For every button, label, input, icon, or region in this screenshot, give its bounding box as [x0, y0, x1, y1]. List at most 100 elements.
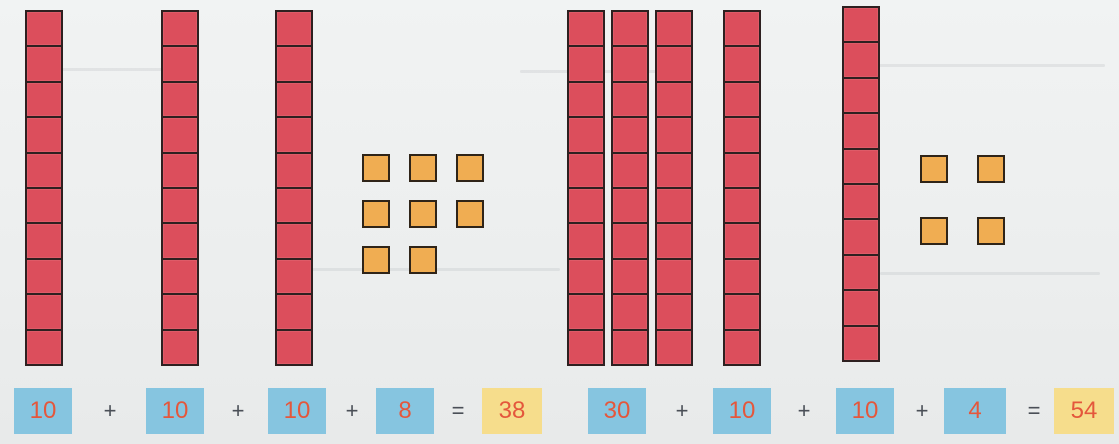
rod-cell [569, 260, 603, 293]
rod-cell [569, 83, 603, 116]
rod-cell [163, 260, 197, 293]
rod-cell [613, 260, 647, 293]
rod-cell [844, 114, 878, 147]
addend-box: 10 [268, 388, 326, 434]
rod-cell [725, 12, 759, 45]
rod-cell [613, 12, 647, 45]
rod-cell [657, 118, 691, 151]
rod-cell [725, 83, 759, 116]
addend-box: 10 [14, 388, 72, 434]
rod-cell [725, 260, 759, 293]
rod-cell [277, 331, 311, 364]
rod-cell [725, 118, 759, 151]
unit-cube [977, 217, 1005, 245]
plus-sign: + [670, 388, 694, 434]
rod-cell [844, 43, 878, 76]
unit-cube [362, 200, 390, 228]
rod-cell [844, 79, 878, 112]
rod-cell [657, 47, 691, 80]
rod-cell [725, 47, 759, 80]
plus-sign: + [98, 388, 122, 434]
unit-cube [409, 154, 437, 182]
addend-box: 30 [588, 388, 646, 434]
rod-cell [27, 83, 61, 116]
addend-box: 8 [376, 388, 434, 434]
rod-cell [613, 189, 647, 222]
rod-cell [844, 185, 878, 218]
rod-cell [163, 189, 197, 222]
addend-box: 4 [944, 388, 1006, 434]
plus-sign: + [340, 388, 364, 434]
bleed-through-line [855, 64, 1105, 67]
ten-rod [161, 10, 199, 366]
plus-sign: + [792, 388, 816, 434]
rod-cell [569, 118, 603, 151]
unit-cube [920, 217, 948, 245]
ten-rod [25, 10, 63, 366]
rod-cell [27, 118, 61, 151]
rod-cell [725, 295, 759, 328]
rod-cell [27, 260, 61, 293]
addend-box: 10 [713, 388, 771, 434]
rod-cell [613, 47, 647, 80]
rod-cell [277, 118, 311, 151]
rod-cell [569, 295, 603, 328]
rod-cell [163, 295, 197, 328]
rod-cell [613, 118, 647, 151]
rod-cell [27, 189, 61, 222]
rod-cell [27, 331, 61, 364]
rod-cell [277, 295, 311, 328]
rod-cell [844, 256, 878, 289]
rod-cell [27, 12, 61, 45]
plus-sign: + [226, 388, 250, 434]
addend-box: 10 [836, 388, 894, 434]
rod-cell [27, 47, 61, 80]
rod-cell [163, 12, 197, 45]
rod-cell [569, 154, 603, 187]
rod-cell [277, 224, 311, 257]
unit-cube [456, 154, 484, 182]
ten-rod [567, 10, 605, 366]
result-box: 54 [1054, 388, 1114, 434]
rod-cell [569, 224, 603, 257]
unit-cube [920, 155, 948, 183]
unit-cube [456, 200, 484, 228]
rod-cell [277, 154, 311, 187]
rod-cell [277, 260, 311, 293]
result-box: 38 [482, 388, 542, 434]
rod-cell [844, 291, 878, 324]
equals-sign: = [446, 388, 470, 434]
ten-rod [723, 10, 761, 366]
bleed-through-line [880, 272, 1100, 275]
rod-cell [163, 47, 197, 80]
addend-box: 10 [146, 388, 204, 434]
rod-cell [725, 331, 759, 364]
rod-cell [657, 260, 691, 293]
unit-cube [977, 155, 1005, 183]
rod-cell [613, 295, 647, 328]
rod-cell [569, 12, 603, 45]
rod-cell [163, 154, 197, 187]
rod-cell [844, 327, 878, 360]
rod-cell [613, 83, 647, 116]
rod-cell [27, 295, 61, 328]
rod-cell [569, 47, 603, 80]
rod-cell [613, 154, 647, 187]
unit-cube [409, 200, 437, 228]
rod-cell [657, 12, 691, 45]
rod-cell [163, 331, 197, 364]
rod-cell [844, 150, 878, 183]
rod-cell [725, 154, 759, 187]
rod-cell [844, 8, 878, 41]
plus-sign: + [910, 388, 934, 434]
rod-cell [163, 224, 197, 257]
rod-cell [725, 224, 759, 257]
equals-sign: = [1022, 388, 1046, 434]
rod-cell [163, 83, 197, 116]
rod-cell [657, 331, 691, 364]
rod-cell [27, 154, 61, 187]
rod-cell [277, 47, 311, 80]
rod-cell [569, 189, 603, 222]
rod-cell [725, 189, 759, 222]
